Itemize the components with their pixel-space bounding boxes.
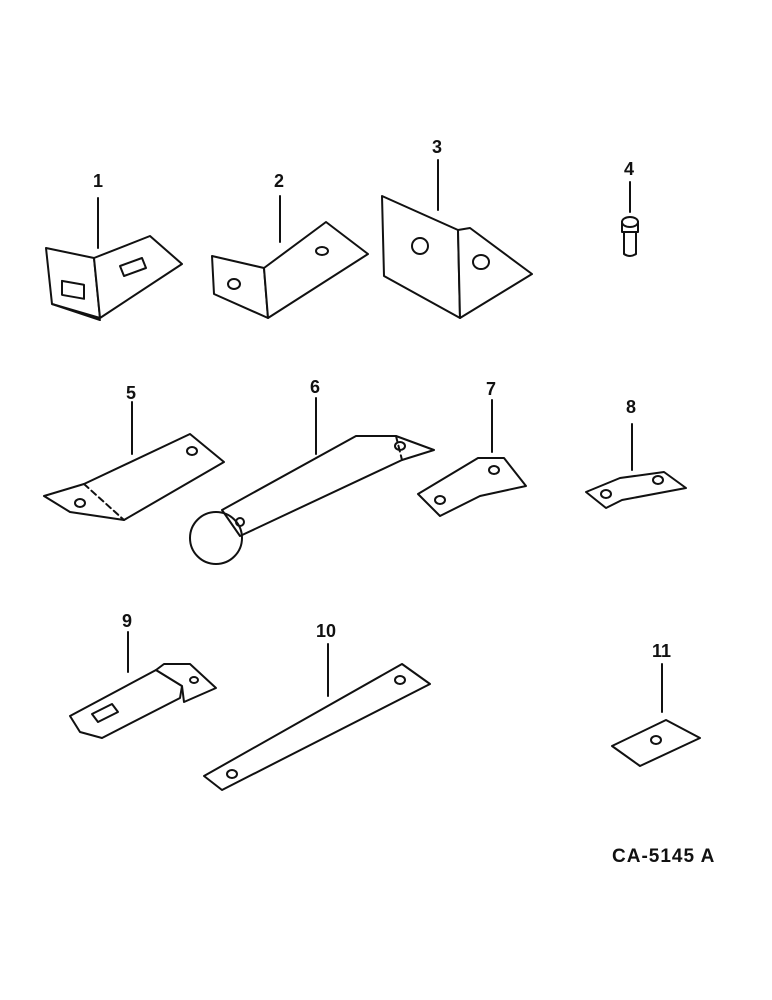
part-6-strap [189, 397, 435, 565]
part-label-2: 2 [274, 171, 285, 191]
part-1-bracket [45, 197, 183, 321]
part-label-7: 7 [486, 379, 497, 399]
part-10-bar [203, 643, 431, 791]
part-9-strap [69, 631, 217, 739]
part-label-4: 4 [624, 159, 635, 179]
part-5-strap [43, 401, 225, 521]
part-label-8: 8 [626, 397, 637, 417]
part-label-10: 10 [316, 621, 337, 641]
part-label-1: 1 [93, 171, 104, 191]
part-2-bracket [211, 195, 369, 319]
drawing-code: CA-5145 A [612, 846, 716, 867]
part-label-5: 5 [126, 383, 137, 403]
part-label-6: 6 [310, 377, 321, 397]
part-4-screw [621, 181, 639, 257]
part-label-3: 3 [432, 137, 443, 157]
part-11-plate [611, 663, 701, 767]
part-label-11: 11 [652, 641, 672, 661]
part-8-plate [585, 423, 687, 509]
part-3-bracket [381, 159, 533, 319]
part-label-9: 9 [122, 611, 133, 631]
part-7-plate [417, 399, 527, 517]
